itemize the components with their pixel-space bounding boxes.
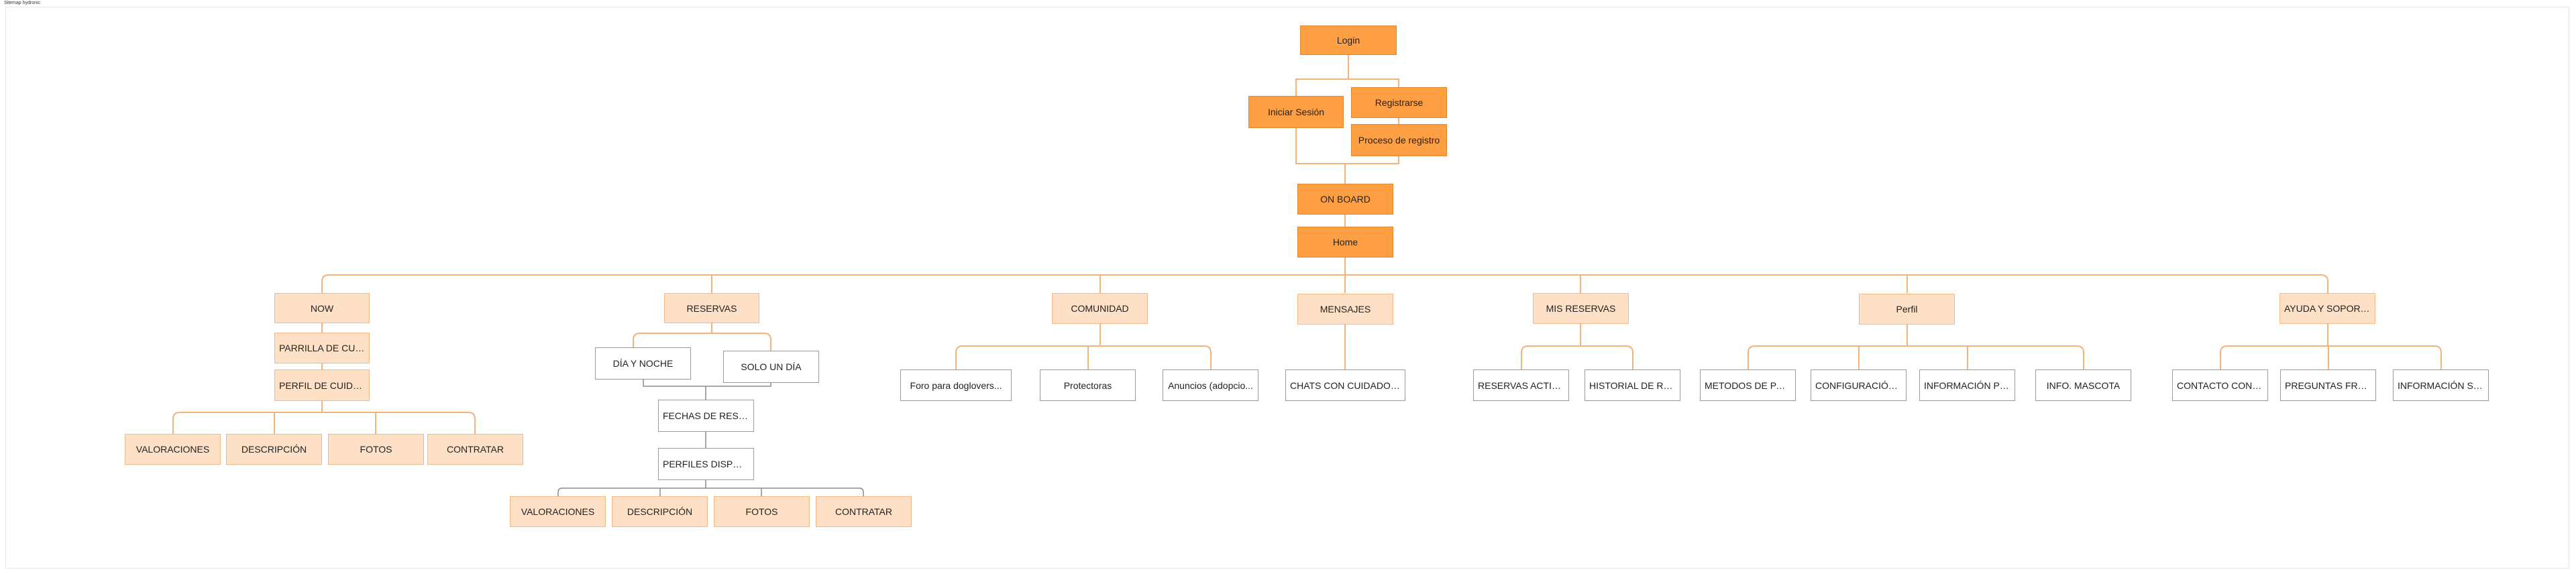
node-login[interactable]: Login xyxy=(1300,25,1397,55)
node-parrilla-cuidadores[interactable]: PARRILLA DE CUID... xyxy=(274,333,370,363)
node-mis-reservas[interactable]: MIS RESERVAS xyxy=(1533,293,1629,324)
node-mensajes[interactable]: MENSAJES xyxy=(1297,294,1393,325)
node-res-valoraciones[interactable]: VALORACIONES xyxy=(510,496,606,527)
node-informacion-soporte[interactable]: INFORMACIÓN SO... xyxy=(2393,369,2489,401)
node-fechas-reserva[interactable]: FECHAS DE RESERA xyxy=(658,400,754,432)
node-anuncios[interactable]: Anuncios (adopcio... xyxy=(1163,369,1258,401)
node-info-mascota[interactable]: INFO. MASCOTA xyxy=(2035,369,2131,401)
node-on-board[interactable]: ON BOARD xyxy=(1297,184,1393,215)
node-protectoras[interactable]: Protectoras xyxy=(1040,369,1136,401)
frame-label: Sitemap hydronic xyxy=(4,1,41,5)
node-dia-y-noche[interactable]: DÍA Y NOCHE xyxy=(595,347,691,380)
node-solo-un-dia[interactable]: SOLO UN DÍA xyxy=(723,351,819,383)
node-metodos-pago[interactable]: METODOS DE PAGO xyxy=(1700,369,1796,401)
node-historial-reservas[interactable]: HISTORIAL DE RES... xyxy=(1585,369,1680,401)
node-preguntas-frecuentes[interactable]: PREGUNTAS FREC... xyxy=(2280,369,2376,401)
node-res-descripcion[interactable]: DESCRIPCIÓN xyxy=(612,496,708,527)
node-now-fotos[interactable]: FOTOS xyxy=(328,434,424,465)
node-chats-cuidadores[interactable]: CHATS CON CUIDADORES xyxy=(1285,369,1405,401)
node-home[interactable]: Home xyxy=(1297,227,1393,257)
node-now-contratar[interactable]: CONTRATAR xyxy=(427,434,523,465)
node-perfiles-disponibles[interactable]: PERFILES DISPONI... xyxy=(658,448,754,480)
node-ayuda-soporte[interactable]: AYUDA Y SOPORTE xyxy=(2279,293,2375,324)
node-iniciar-sesion[interactable]: Iniciar Sesión xyxy=(1248,96,1344,128)
node-res-fotos[interactable]: FOTOS xyxy=(714,496,810,527)
node-informacion-personal[interactable]: INFORMACIÓN PER... xyxy=(1919,369,2015,401)
node-perfil[interactable]: Perfil xyxy=(1859,294,1955,325)
node-now-valoraciones[interactable]: VALORACIONES xyxy=(125,434,221,465)
node-proceso-registro[interactable]: Proceso de registro xyxy=(1351,124,1447,156)
node-contacto[interactable]: CONTACTO CON S... xyxy=(2172,369,2268,401)
node-perfil-cuidador[interactable]: PERFIL DE CUIDAD... xyxy=(274,369,370,401)
node-comunidad[interactable]: COMUNIDAD xyxy=(1052,293,1148,324)
node-now-descripcion[interactable]: DESCRIPCIÓN xyxy=(226,434,322,465)
node-res-contratar[interactable]: CONTRATAR xyxy=(816,496,912,527)
node-foro[interactable]: Foro para doglovers... xyxy=(900,369,1012,401)
node-now[interactable]: NOW xyxy=(274,293,370,323)
node-reservas[interactable]: RESERVAS xyxy=(664,293,759,323)
diagram-canvas xyxy=(5,7,2569,569)
node-configuracion[interactable]: CONFIGURACIÓN... xyxy=(1811,369,1907,401)
node-registrarse[interactable]: Registrarse xyxy=(1351,87,1447,118)
node-reservas-activas[interactable]: RESERVAS ACTIVAS xyxy=(1473,369,1569,401)
